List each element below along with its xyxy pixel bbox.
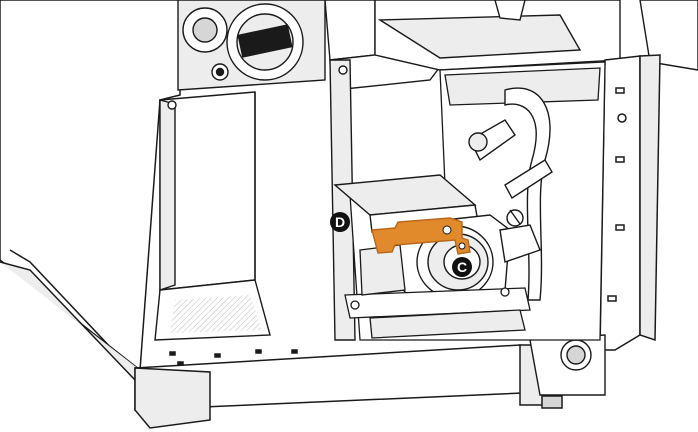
central-column: [324, 0, 446, 341]
left-cabinet-panel: [0, 0, 181, 382]
callout-d-badge: [330, 212, 350, 232]
top-vent-panel: HERCULES: [177, 0, 326, 91]
callout-d: D: [330, 212, 350, 232]
highlighted-bracket: [371, 217, 471, 255]
motor-base: [344, 244, 531, 339]
callout-c: C: [452, 257, 472, 277]
right-side-panel: [599, 54, 661, 351]
left-cavity: [154, 91, 271, 341]
rear-wheel: [529, 334, 606, 396]
callout-d-label: D: [335, 214, 345, 230]
callout-c-label: C: [457, 259, 467, 275]
base-plinth: [134, 344, 563, 429]
right-upper-panel: [374, 0, 698, 71]
embossed-logo: HERCULES: [237, 24, 293, 58]
callout-c-badge: [452, 257, 472, 277]
